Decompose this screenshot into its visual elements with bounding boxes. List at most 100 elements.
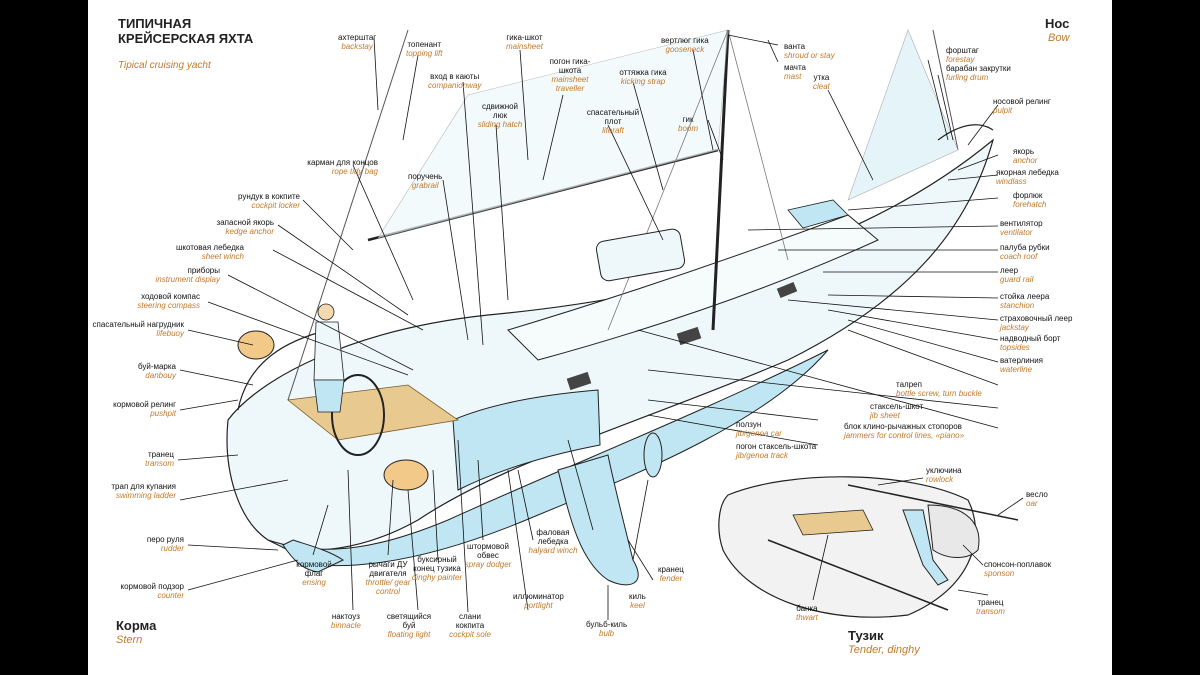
label-en-text: companionway <box>428 81 482 90</box>
label-ru-text: гик <box>682 115 694 124</box>
label-en-text: shroud or stay <box>784 51 835 60</box>
label-en-text: thwart <box>796 613 818 622</box>
mast-shape <box>711 29 730 331</box>
label-ru-text: шкотовая лебедка <box>175 243 244 252</box>
bow-heading: Нос Bow <box>1045 16 1069 46</box>
label-ru-text: транец <box>147 450 174 459</box>
label-en-text: mast <box>784 72 802 81</box>
shroud-line <box>607 29 729 331</box>
label-ru-text: слани кокпита <box>455 612 485 630</box>
label-ru-text: спасательный плот <box>586 108 640 126</box>
dinghy-oar <box>767 539 949 611</box>
label-en-text: mainsheet traveller <box>551 75 589 93</box>
label-ru-text: спонсон-поплавок <box>984 560 1052 569</box>
label-ru-text: ползун <box>736 420 762 429</box>
label-en-text: counter <box>157 591 184 600</box>
label-ru-text: форлюк <box>1013 191 1043 200</box>
title-line-1: ТИПИЧНАЯ <box>118 16 192 31</box>
label-ru-text: ахтерштаг <box>338 33 377 42</box>
label-en-text: bulb <box>599 629 615 638</box>
label-ru-text: погон стаксель-шкота <box>736 442 817 451</box>
portlight <box>676 326 702 346</box>
label-ru-text: надводный борт <box>1000 334 1061 343</box>
label-ru-text: штормовой обвес <box>467 542 509 560</box>
label-en-text: kicking strap <box>620 77 666 86</box>
bow-en: Bow <box>1047 32 1070 44</box>
label-ru-text: киль <box>629 592 646 601</box>
portlight <box>776 281 798 299</box>
label-ru-text: весло <box>1026 490 1048 499</box>
label-en-text: steering compass <box>137 301 200 310</box>
bow-ru: Нос <box>1045 16 1070 31</box>
keel-shape <box>557 454 639 586</box>
stern-ru: Корма <box>116 618 157 633</box>
label-ru-text: фаловая лебедка <box>536 528 570 546</box>
tender-en: Tender, dinghy <box>848 644 920 656</box>
pulpit-rail <box>937 124 994 141</box>
label-ru-text: буй-марка <box>137 362 176 371</box>
label-ru-text: уключина <box>926 466 962 475</box>
label-ru-text: рычаги ДУ двигателя <box>368 560 408 578</box>
label-en-text: bottle screw, turn buckle <box>896 389 982 398</box>
label-en-text: cockpit locker <box>251 201 300 210</box>
label-en-text: ventilator <box>1000 228 1033 237</box>
label-en-text: stanchion <box>1000 301 1035 310</box>
label-ru-text: топенант <box>407 40 442 49</box>
tender-heading: Тузик Tender, dinghy <box>848 628 920 658</box>
label-ru-text: нактоуз <box>331 612 360 621</box>
label-en-text: pulpit <box>993 106 1013 115</box>
label-en-text: waterline <box>1000 365 1033 374</box>
dinghy-oar <box>847 484 1019 521</box>
label-en-text: spray dodger <box>464 560 512 569</box>
jib-sail <box>847 29 959 201</box>
label-en-text: anchor <box>1013 156 1038 165</box>
stern-en: Stern <box>116 634 143 646</box>
dinghy-thwart <box>792 509 874 536</box>
label-en-text: cockpit sole <box>449 630 491 639</box>
liferaft-shape <box>595 228 686 282</box>
label-ru-text: сдвижной люк <box>481 102 519 120</box>
label-en-text: sheet winch <box>201 252 244 261</box>
underwater-hull <box>267 349 829 567</box>
diagram-subtitle-en: Tipical cruising yacht <box>118 60 211 71</box>
label-ru-text: кормовой подзор <box>120 582 185 591</box>
label-ru-text: ватерлиния <box>1000 356 1043 365</box>
pushpit-rail <box>237 329 329 411</box>
label-ru-text: мачта <box>784 63 806 72</box>
label-en-text: topping lift <box>406 49 443 58</box>
label-ru-text: палуба рубки <box>1000 243 1050 252</box>
label-en-text: binnacle <box>331 621 361 630</box>
label-ru-text: гика-шкот <box>506 33 543 42</box>
label-en-text: oar <box>1026 499 1038 508</box>
label-en-text: jackstay <box>1000 323 1029 332</box>
label-en-text: pushpit <box>150 409 176 418</box>
tender-ru: Тузик <box>848 628 884 643</box>
label-ru-text: поручень <box>408 172 443 181</box>
label-ru-text: кормовой релинг <box>113 400 176 409</box>
